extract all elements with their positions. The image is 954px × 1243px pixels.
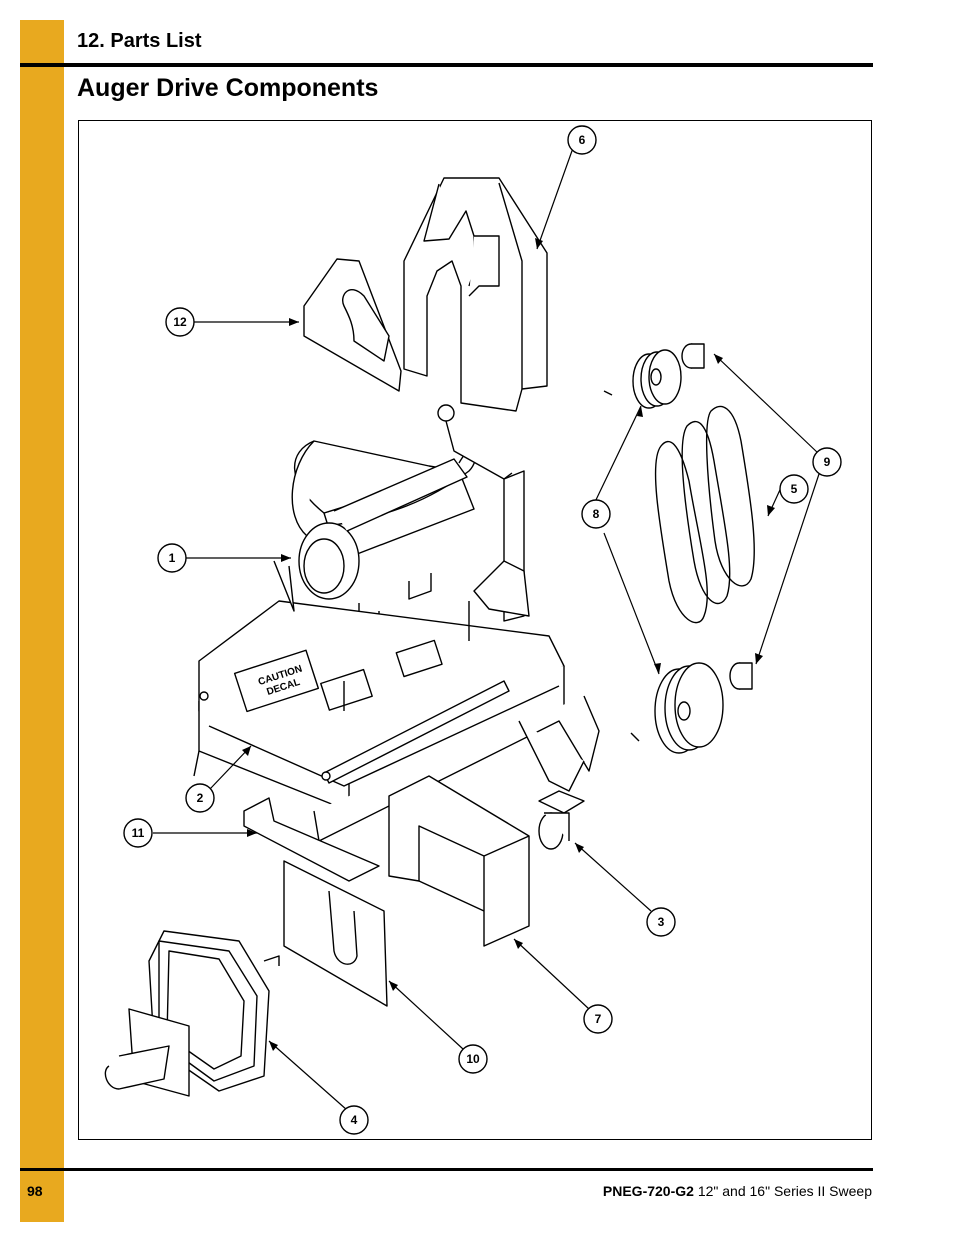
guard-bracket [243, 797, 380, 882]
document-title: 12" and 16" Series II Sweep [697, 1183, 872, 1199]
callout-1: 1 [157, 543, 187, 573]
header-rule [20, 63, 873, 67]
exploded-parts-diagram: CAUTION DECAL 1 2 3 4 5 6 7 8 9 [78, 120, 872, 1140]
callout-7: 7 [583, 1004, 613, 1034]
svg-text:3: 3 [658, 915, 665, 929]
callout-3: 3 [646, 907, 676, 937]
page-heading: Auger Drive Components [77, 74, 379, 102]
upper-sheave [603, 349, 682, 409]
gearbox [104, 930, 280, 1097]
footer-rule [20, 1168, 873, 1171]
svg-text:4: 4 [351, 1113, 358, 1127]
svg-text:10: 10 [466, 1052, 480, 1066]
slotted-guard-plate [283, 860, 388, 1007]
svg-text:11: 11 [132, 826, 145, 840]
side-shield [388, 775, 530, 947]
callout-5: 5 [779, 474, 809, 504]
belt-guard-cover [403, 177, 548, 412]
svg-text:12: 12 [173, 315, 187, 329]
svg-text:9: 9 [824, 455, 831, 469]
svg-text:5: 5 [791, 482, 798, 496]
caster-wheel [538, 790, 585, 850]
document-footer: PNEG-720-G2 12" and 16" Series II Sweep [603, 1183, 872, 1199]
v-belts [654, 405, 755, 624]
leader-arrowheads [242, 238, 775, 1051]
svg-text:1: 1 [169, 551, 176, 565]
callout-6: 6 [567, 125, 597, 155]
upper-bushing [681, 343, 705, 369]
lower-sheave [630, 662, 724, 754]
svg-text:7: 7 [595, 1012, 602, 1026]
callout-12: 12 [165, 307, 195, 337]
leader-lines [153, 147, 820, 1111]
section-title: 12. Parts List [77, 30, 202, 52]
electric-motor [291, 440, 478, 632]
lower-bushing [729, 662, 753, 690]
callout-8: 8 [581, 499, 611, 529]
support-column [473, 470, 530, 622]
motor-mount-base [193, 560, 600, 842]
callout-10: 10 [458, 1044, 488, 1074]
back-guard-plate [303, 258, 402, 392]
callout-labels: 1 2 3 4 5 6 7 8 9 10 11 12 [123, 125, 842, 1135]
adjust-handle [437, 404, 513, 480]
svg-text:2: 2 [197, 791, 204, 805]
callout-4: 4 [339, 1105, 369, 1135]
accent-side-bar [20, 20, 64, 1222]
svg-text:6: 6 [579, 133, 586, 147]
callout-11: 11 [123, 818, 153, 848]
callout-2: 2 [185, 783, 215, 813]
callout-9: 9 [812, 447, 842, 477]
document-code: PNEG-720-G2 [602, 1183, 694, 1199]
svg-text:8: 8 [593, 507, 600, 521]
page-number: 98 [27, 1183, 43, 1199]
